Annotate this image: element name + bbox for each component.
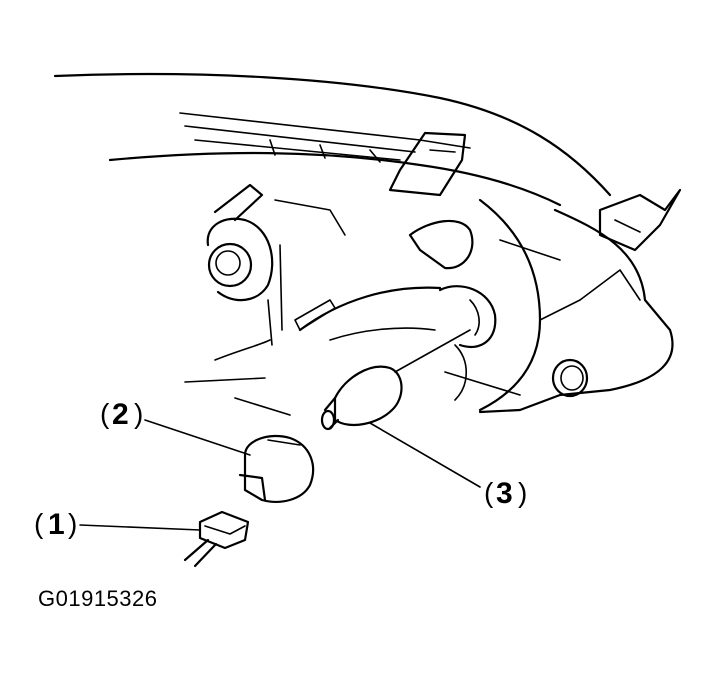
svg-text:(: (	[100, 398, 110, 429]
headlamp-housing	[53, 72, 682, 416]
svg-text:): )	[68, 508, 77, 539]
bulb	[320, 329, 471, 431]
callout-1-leader	[79, 524, 201, 531]
svg-text:): )	[134, 398, 143, 429]
callout-2-label: 2	[112, 398, 129, 431]
harness-connector	[183, 510, 250, 568]
svg-text:(: (	[34, 508, 44, 539]
callout-1: ( 1 )	[34, 508, 77, 541]
callout-1-label: 1	[48, 508, 65, 541]
callout-2-leader	[144, 419, 251, 456]
callout-3-label: 3	[496, 477, 513, 510]
svg-text:): )	[518, 477, 527, 508]
bulb-socket	[238, 434, 315, 503]
callout-3: ( 3 )	[484, 477, 527, 510]
callout-3-leader	[369, 422, 481, 488]
svg-text:(: (	[484, 477, 494, 508]
callout-2: ( 2 )	[100, 398, 143, 431]
figure-code: G01915326	[38, 586, 158, 611]
